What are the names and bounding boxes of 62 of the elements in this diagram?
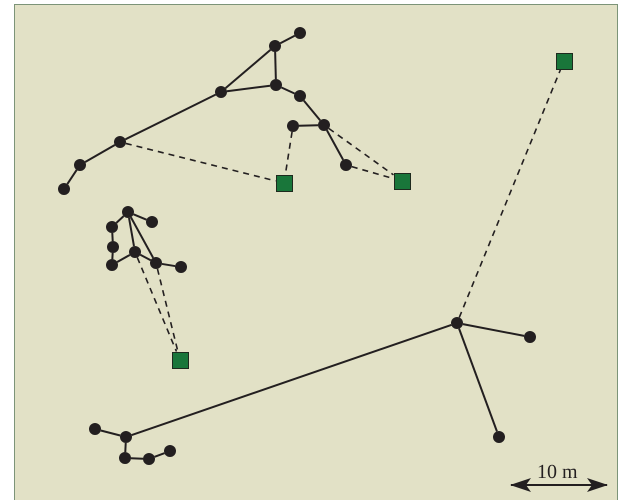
dot-marker	[106, 221, 118, 233]
dot-marker	[294, 90, 306, 102]
line	[140, 254, 152, 262]
line	[280, 34, 296, 44]
line	[116, 215, 124, 224]
square-marker	[394, 172, 410, 190]
line	[66, 169, 78, 185]
dot-marker	[493, 431, 505, 443]
dot-marker	[89, 423, 101, 435]
dot-marker	[287, 120, 299, 132]
square-marker	[172, 352, 188, 368]
dot-marker	[175, 261, 187, 273]
dot-marker	[58, 183, 70, 195]
line	[111, 252, 114, 260]
dot-marker	[119, 452, 131, 464]
dot-marker	[114, 136, 126, 148]
dashed-line	[328, 128, 394, 176]
dot-marker	[340, 159, 352, 171]
line	[133, 213, 147, 221]
dot-marker	[106, 259, 118, 271]
dot-marker	[120, 431, 132, 443]
dot-marker	[269, 40, 281, 52]
line	[116, 254, 130, 263]
line	[298, 124, 318, 127]
dot-marker	[107, 241, 119, 253]
line	[130, 457, 144, 460]
line	[111, 232, 114, 242]
line	[226, 84, 270, 92]
line	[100, 430, 120, 436]
line	[274, 52, 277, 80]
line	[303, 100, 321, 122]
line	[128, 218, 135, 246]
line	[130, 216, 154, 258]
dot-marker	[143, 453, 155, 465]
dot-marker	[150, 257, 162, 269]
scale-label: 10 m	[537, 462, 578, 482]
line	[326, 130, 344, 160]
dot-marker	[164, 445, 176, 457]
dashed-line	[136, 257, 178, 352]
line	[281, 86, 295, 94]
dot-marker	[122, 206, 134, 218]
dashed-line	[156, 268, 179, 352]
dot-marker	[74, 159, 86, 171]
dot-marker	[451, 317, 463, 329]
dot-marker	[318, 119, 330, 131]
dot-marker	[215, 86, 227, 98]
dot-marker	[294, 27, 306, 39]
dot-marker	[129, 246, 141, 258]
square-marker	[276, 174, 292, 192]
dot-marker	[270, 79, 282, 91]
line	[124, 442, 127, 452]
dashed-line	[458, 69, 562, 318]
line	[84, 144, 116, 163]
square-marker	[556, 52, 572, 70]
dot-marker	[524, 331, 536, 343]
dot-marker	[146, 216, 158, 228]
line	[458, 328, 498, 432]
line	[162, 262, 176, 268]
line	[462, 323, 524, 337]
line	[131, 324, 452, 436]
line	[124, 94, 216, 140]
line	[224, 49, 272, 89]
